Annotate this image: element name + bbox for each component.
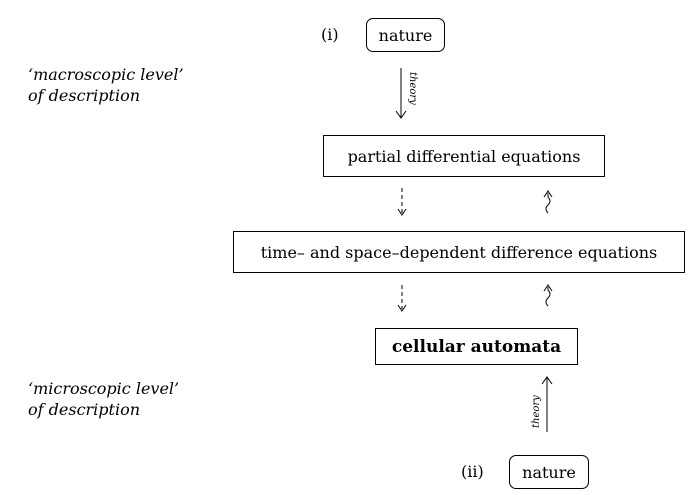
pde-text: partial differential equations xyxy=(347,146,581,166)
ca-text: cellular automata xyxy=(391,336,562,357)
squiggle-arrow-up-2 xyxy=(543,284,553,307)
microscopic-level-label: ‘microscopic level’ of description xyxy=(28,378,179,420)
squiggle-arrow-up-1 xyxy=(543,190,553,214)
micro-line-2: of description xyxy=(28,400,141,419)
macroscopic-level-label: ‘macroscopic level’ of description xyxy=(28,64,184,106)
difference-equations-box: time– and space–dependent difference equ… xyxy=(233,231,685,273)
nature-bottom-text: nature xyxy=(522,462,576,482)
dashed-arrow-down-2 xyxy=(397,285,407,312)
pde-box: partial differential equations xyxy=(323,135,605,177)
theory-arrow-down xyxy=(395,68,407,119)
micro-line-1: ‘microscopic level’ xyxy=(28,379,180,398)
marker-ii: (ii) xyxy=(461,462,484,481)
theory-label-bottom: theory xyxy=(531,395,542,428)
macro-line-2: of description xyxy=(28,86,141,105)
nature-box-bottom: nature xyxy=(509,455,589,489)
difference-text: time– and space–dependent difference equ… xyxy=(260,242,658,262)
theory-arrow-up xyxy=(541,376,553,432)
macro-line-1: ‘macroscopic level’ xyxy=(28,65,184,84)
nature-top-text: nature xyxy=(378,25,433,45)
cellular-automata-box: cellular automata xyxy=(375,328,578,365)
marker-i: (i) xyxy=(321,25,339,44)
dashed-arrow-down-1 xyxy=(397,188,407,216)
nature-box-top: nature xyxy=(366,18,445,52)
theory-label-top: theory xyxy=(407,72,418,105)
